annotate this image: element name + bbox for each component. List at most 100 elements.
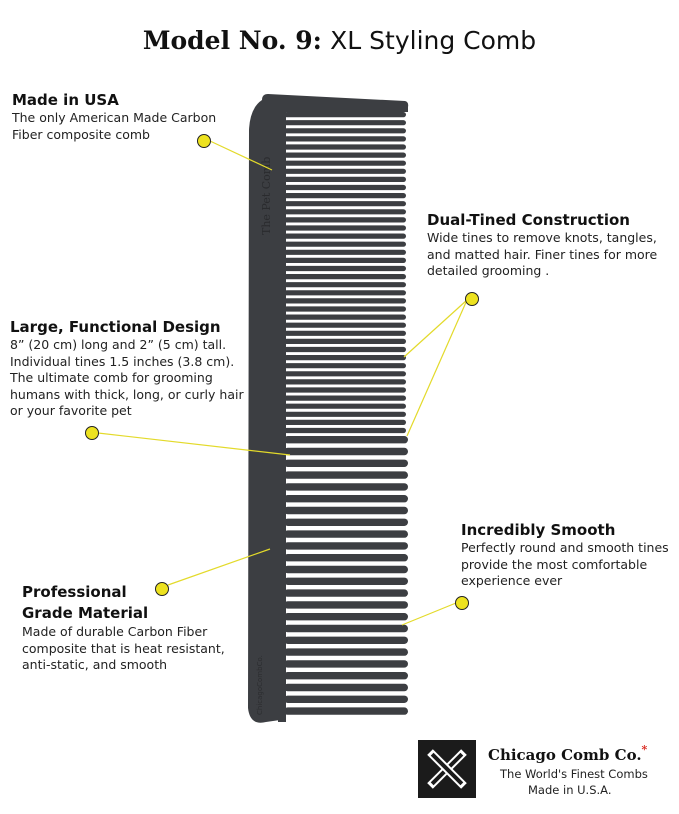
comb-tooth [284,160,406,166]
comb-tooth [284,136,406,142]
comb-tooth [284,427,406,434]
comb-tooth [284,290,406,296]
callout-incredibly-smooth: Incredibly Smooth Perfectly round and sm… [461,520,676,590]
comb-tooth [284,601,408,609]
comb-tooth [284,459,408,467]
comb-tooth [284,152,406,158]
callout-dual-tined: Dual-Tined Construction Wide tines to re… [427,210,672,280]
comb-tooth [284,257,406,263]
marker-dot-professional [155,582,169,596]
comb-tooth [284,554,408,562]
comb-tooth [284,447,408,456]
callout-description: Made of durable Carbon Fiber composite t… [22,624,225,672]
comb-tooth [284,565,408,574]
comb-tooth [284,624,408,633]
comb-tooth [284,672,408,680]
callout-heading: Large, Functional Design [10,318,221,336]
callout-description: Wide tines to remove knots, tangles, and… [427,230,658,278]
marker-dot-made-in-usa [197,134,211,148]
callout-heading: Professional Grade Material [22,583,149,622]
comb-tooth [284,168,406,174]
comb-tooth [284,120,406,126]
comb-tooth [284,112,406,118]
callout-heading: Dual-Tined Construction [427,211,630,229]
comb-tooth [284,225,406,231]
comb-tooth [284,471,408,479]
marker-dot-large-design [85,426,99,440]
brand-name: Chicago Comb Co.* [488,743,648,764]
comb-tooth [284,695,408,703]
comb-tooth [284,265,406,272]
comb-tooth [284,184,406,191]
comb-tooth [284,436,408,444]
comb-spine-inner [278,108,286,722]
callout-heading: Incredibly Smooth [461,521,616,539]
comb-tooth [284,506,408,515]
comb-tooth [284,217,406,223]
comb-tooth [284,518,408,526]
leader-line-made-in-usa [209,140,273,171]
comb-tooth [284,589,408,597]
comb-tooth [284,411,406,417]
brand-name-text: Chicago Comb Co. [488,746,642,764]
comb-tooth [284,707,408,715]
callout-large-design: Large, Functional Design 8” (20 cm) long… [10,317,255,420]
leader-line-large-design [97,432,291,456]
title-model-number: Model No. 9: [142,26,322,55]
comb-tooth [284,636,408,644]
comb-tooth [284,530,408,538]
brand-logo: Chicago Comb Co.* The World's Finest Com… [418,740,679,800]
leader-line-professional [167,548,271,586]
callout-professional-grade: Professional Grade Material Made of dura… [22,582,247,674]
comb-tooth [284,683,408,692]
marker-dot-dual-tined [465,292,479,306]
comb-tooth [284,128,406,134]
comb-tooth [284,355,406,361]
comb-tooth [284,395,406,401]
leader-line-smooth [401,602,457,626]
comb-tooth [284,346,406,353]
comb-tooth [284,282,406,288]
comb-tooth [284,201,406,207]
comb-tooth [284,403,406,409]
leader-line-dual-tined-lower [406,299,468,437]
comb-tooth [284,379,406,385]
comb-tooth [284,419,406,425]
comb-spine-engraving: The Pet Comb [260,157,273,235]
comb-tooth [284,495,408,503]
comb-tooth [284,209,406,215]
page-title: Model No. 9: XL Styling Comb [0,26,679,56]
comb-tooth [284,176,406,182]
crossed-combs-icon [418,740,476,798]
comb-tooth [284,577,408,585]
callout-made-in-usa: Made in USA The only American Made Carbo… [12,90,242,143]
comb-tooth [284,363,406,369]
brand-made-in: Made in U.S.A. [528,783,612,797]
comb-tooth [284,338,406,344]
comb-tooth [284,306,406,312]
comb-tooth [284,298,406,304]
comb-tooth [284,274,406,280]
comb-tooth [284,542,408,550]
comb-tooth [284,613,408,621]
comb-tooth [284,483,408,491]
comb-tooth [284,660,408,668]
leader-line-dual-tined-upper [403,299,468,358]
callout-description: Perfectly round and smooth tines provide… [461,540,669,588]
comb-tooth [284,648,408,656]
comb-tooth [284,387,406,393]
comb-spine [248,94,409,723]
comb-teeth [284,112,408,715]
marker-dot-smooth [455,596,469,610]
callout-description: The only American Made Carbon Fiber comp… [12,110,217,142]
comb-tooth [284,322,406,328]
brand-star: * [641,743,648,756]
title-product-name: XL Styling Comb [330,26,537,55]
comb-tooth [284,193,406,199]
comb-tooth [284,249,406,255]
callout-heading: Made in USA [12,91,119,109]
comb-tooth [284,144,406,150]
comb-tooth [284,330,406,336]
comb-tooth [284,241,406,247]
